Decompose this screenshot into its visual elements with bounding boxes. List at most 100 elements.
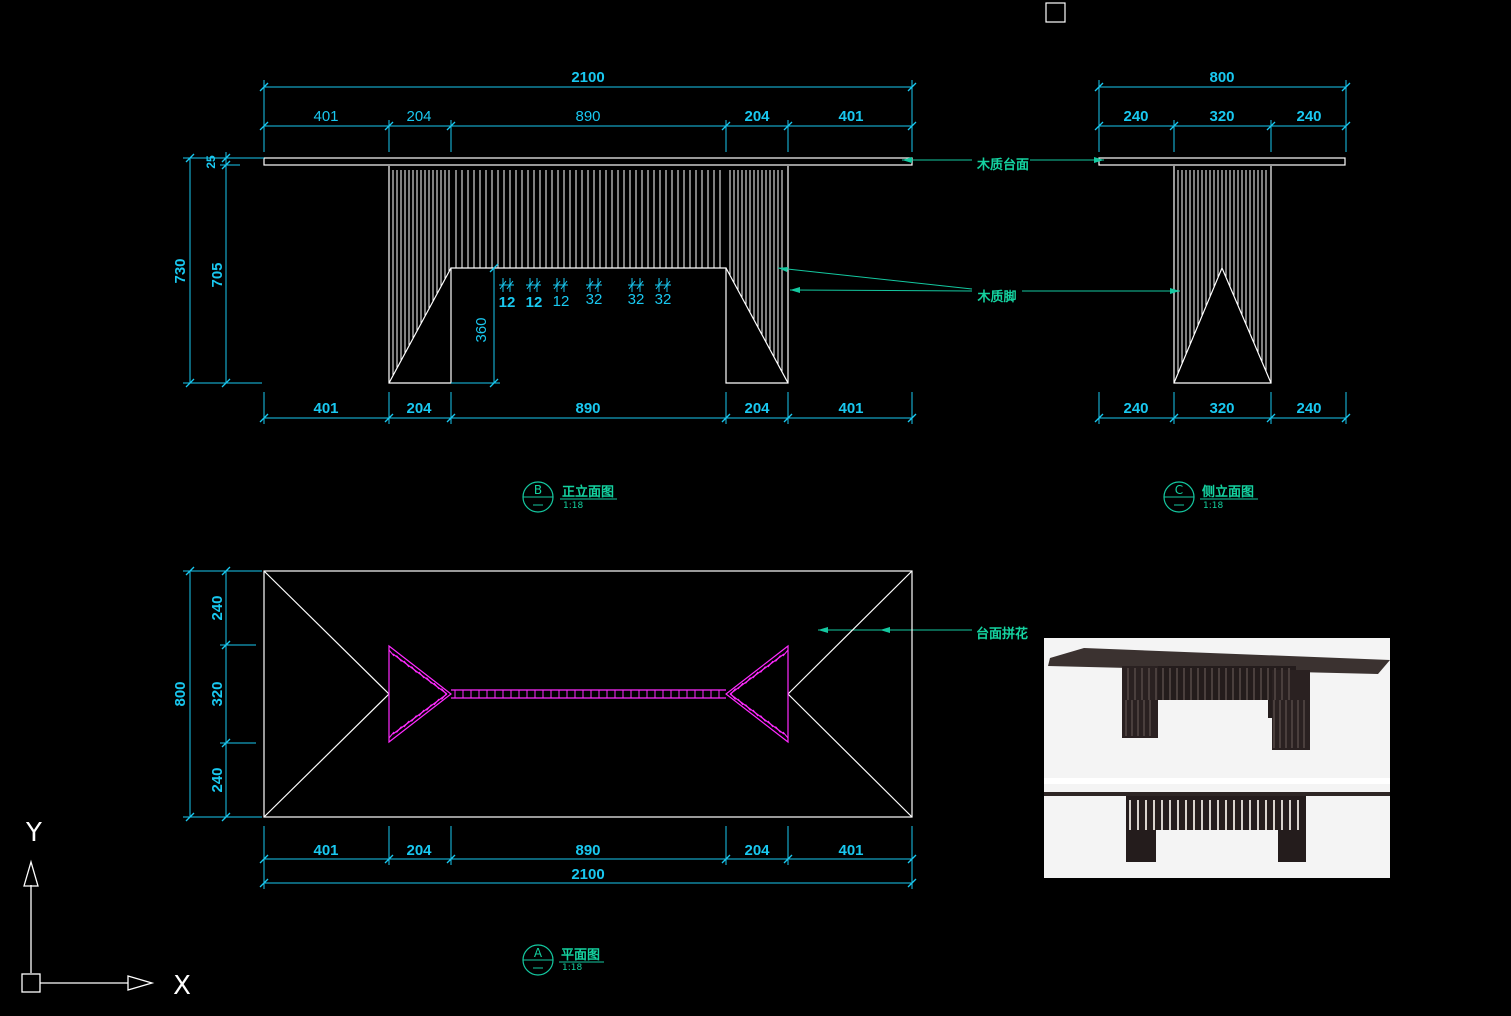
slat-tick: [499, 280, 507, 290]
side-top-seg-1: 240: [1123, 108, 1148, 125]
side-top-seg-2: 320: [1209, 108, 1234, 125]
side-elevation: [1098, 157, 1346, 384]
dim-slash: [384, 854, 394, 864]
dim-slash: [259, 121, 269, 131]
dim-slash: [1341, 121, 1351, 131]
side-slats: [1177, 170, 1267, 374]
inlay-tick: [760, 666, 766, 673]
legs-arrow-1: [778, 267, 788, 272]
dim-slash: [221, 738, 231, 748]
inlay-tick: [411, 666, 417, 673]
inlay-tick: [418, 671, 425, 679]
plan-total-width-label: 2100: [571, 866, 604, 883]
inlay-arrow-2: [880, 627, 890, 633]
dim-slash: [907, 413, 917, 423]
view-title-c: C 侧立面图 1:18: [1163, 481, 1258, 513]
slat-tick: [506, 280, 514, 290]
front-bottom-seg-2: 204: [406, 400, 432, 417]
ucs-icon[interactable]: Y X: [21, 818, 191, 1001]
plan-left-seg-1: 240: [209, 595, 226, 620]
inlay-tick: [433, 698, 440, 706]
slat-tick: [663, 280, 671, 290]
side-total-width-label: 800: [1209, 69, 1234, 86]
inlay-tick: [730, 693, 736, 700]
side-bottom-seg-1: 240: [1123, 400, 1148, 417]
dim-slash: [721, 854, 731, 864]
front-bottom-seg-1: 401: [313, 400, 338, 417]
dim-slash: [221, 153, 231, 163]
inlay-arrow-1: [818, 627, 828, 633]
inlay-tick: [396, 655, 402, 662]
plan-bottom-seg-3: 890: [575, 842, 600, 859]
front-opening-dimension: 360: [451, 268, 500, 384]
slat-tick: [560, 280, 568, 290]
view-c-title: 侧立面图: [1202, 484, 1254, 500]
front-bottom-dimensions: 401 204 890 204 401: [263, 392, 913, 424]
tabletop-arrow-left: [902, 157, 912, 163]
plan-overall-depth-label: 800: [172, 681, 189, 706]
dim-slash: [1169, 121, 1179, 131]
inlay-tick: [403, 660, 410, 668]
inlay-tick: [737, 698, 744, 706]
dim-slash: [489, 378, 499, 388]
inlay-tick: [388, 649, 395, 657]
slat-spacing-3: 12: [553, 293, 570, 310]
plan-bottom-seg-5: 401: [838, 842, 863, 859]
inlay-tick: [775, 655, 781, 662]
dim-slash: [1341, 413, 1351, 423]
inlay-tick: [737, 682, 744, 690]
side-bottom-dimensions: 240 320 240: [1098, 392, 1347, 424]
front-bottom-seg-5: 401: [838, 400, 863, 417]
inlay-tick: [441, 693, 447, 700]
inlay-tick: [745, 704, 751, 711]
side-tabletop: [1098, 157, 1346, 166]
ucs-x-label: X: [173, 971, 191, 1001]
view-b-title: 正立面图: [562, 484, 614, 500]
slat-spacing-dimensions: 12 12 12 32 32 32: [499, 278, 671, 311]
inlay-tick: [418, 709, 425, 717]
plan-left-dimensions: 800 240 320 240: [172, 570, 262, 818]
dim-slash: [185, 378, 195, 388]
dim-slash: [221, 160, 231, 170]
dim-slash: [907, 854, 917, 864]
dim-slash: [907, 878, 917, 888]
front-elevation: [263, 157, 913, 384]
slat-tick: [586, 280, 594, 290]
slat-tick: [636, 280, 644, 290]
inlay-tick: [767, 660, 774, 668]
plan-inlay: [388, 644, 789, 744]
inlay-tick: [752, 709, 759, 717]
front-left-leg-diagonal: [388, 267, 452, 384]
legs-arrow-2: [790, 287, 800, 293]
inlay-tick: [426, 677, 432, 684]
dim-slash: [1266, 413, 1276, 423]
view-b-scale: 1:18: [563, 501, 583, 511]
dim-slash: [185, 812, 195, 822]
plan-bottom-seg-1: 401: [313, 842, 338, 859]
inlay-tick: [433, 682, 440, 690]
plan-bottom-dimensions: 401 204 890 204 401 2100: [263, 826, 913, 889]
inlay-tick: [403, 720, 410, 728]
dim-slash: [1094, 82, 1104, 92]
callout-inlay: 台面拼花: [976, 626, 1028, 642]
viewport-marker-square[interactable]: [1045, 2, 1066, 23]
view-a-letter: A: [534, 946, 543, 960]
side-bottom-seg-2: 320: [1209, 400, 1234, 417]
front-total-width-label: 2100: [571, 69, 604, 86]
side-top-seg-3: 240: [1296, 108, 1321, 125]
side-bottom-seg-3: 240: [1296, 400, 1321, 417]
view-title-a: A 平面图 1:18: [522, 944, 604, 976]
inlay-tick: [426, 704, 432, 711]
dim-slash: [783, 121, 793, 131]
front-right-leg-diagonal: [725, 267, 789, 384]
dim-slash: [221, 566, 231, 576]
dim-slash: [721, 121, 731, 131]
front-top-thickness-label: 25: [204, 155, 218, 169]
plan-bottom-seg-4: 204: [744, 842, 770, 859]
dim-slash: [446, 854, 456, 864]
dim-slash: [446, 413, 456, 423]
dim-slash: [259, 878, 269, 888]
front-left-dimensions: 730 705 25: [172, 152, 264, 384]
front-top-seg-5: 401: [838, 108, 863, 125]
